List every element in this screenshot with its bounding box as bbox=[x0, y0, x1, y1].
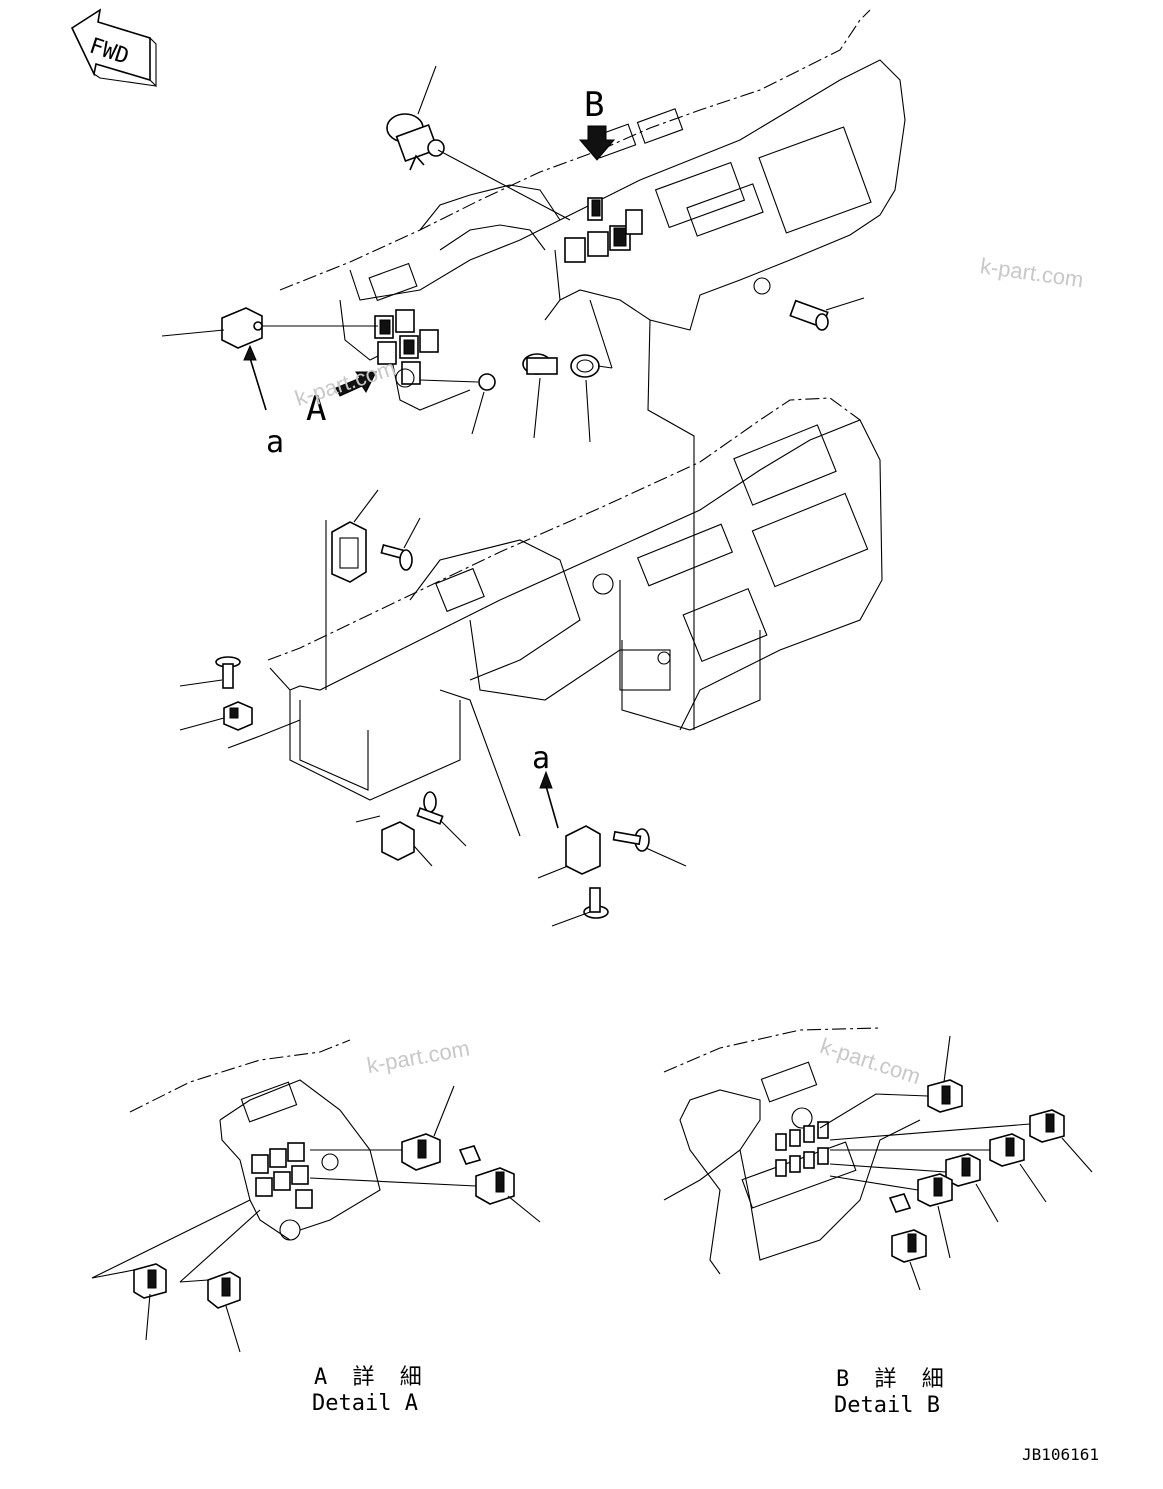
marker-a-lower-label: a bbox=[532, 741, 550, 776]
right-connector-part bbox=[789, 297, 865, 331]
screw-2 bbox=[179, 656, 241, 689]
fwd-arrow-icon: FWD bbox=[70, 8, 157, 88]
clip-part bbox=[179, 701, 301, 749]
clip-part-2 bbox=[355, 791, 467, 867]
bracket-part bbox=[439, 689, 687, 927]
marker-a-label: a bbox=[266, 425, 284, 460]
watermark-1: k-part.com bbox=[979, 253, 1085, 292]
detail-a-drawing bbox=[91, 1039, 541, 1353]
switch-cluster-b bbox=[564, 197, 643, 263]
view-marker-a-lower: a bbox=[532, 741, 559, 829]
switch-part-a: a bbox=[161, 307, 378, 460]
watermark-3: k-part.com bbox=[365, 1035, 472, 1078]
view-marker-a: A bbox=[306, 371, 377, 429]
plug-parts bbox=[419, 299, 613, 443]
detail-b-en: Detail B bbox=[834, 1393, 940, 1418]
detail-b-jp: B 詳 細 bbox=[836, 1367, 950, 1392]
detail-a-en: Detail A bbox=[312, 1391, 418, 1416]
view-marker-b: B bbox=[578, 85, 616, 161]
switch-cluster-a bbox=[374, 309, 439, 388]
watermark-4: k-part.com bbox=[817, 1033, 924, 1089]
fwd-label: FWD bbox=[86, 34, 132, 70]
dash-frame-lower bbox=[267, 319, 883, 801]
detail-a-jp: A 詳 細 bbox=[314, 1365, 428, 1390]
drawing-number: JB106161 bbox=[1022, 1445, 1099, 1464]
relay-box bbox=[331, 489, 379, 583]
marker-b-label: B bbox=[584, 85, 604, 125]
marker-a-upper-label: A bbox=[306, 389, 326, 429]
watermark-2: k-part.com bbox=[292, 355, 399, 411]
screw-1 bbox=[380, 517, 421, 571]
detail-b-drawing bbox=[663, 1027, 1093, 1291]
key-switch-icon bbox=[386, 65, 571, 221]
